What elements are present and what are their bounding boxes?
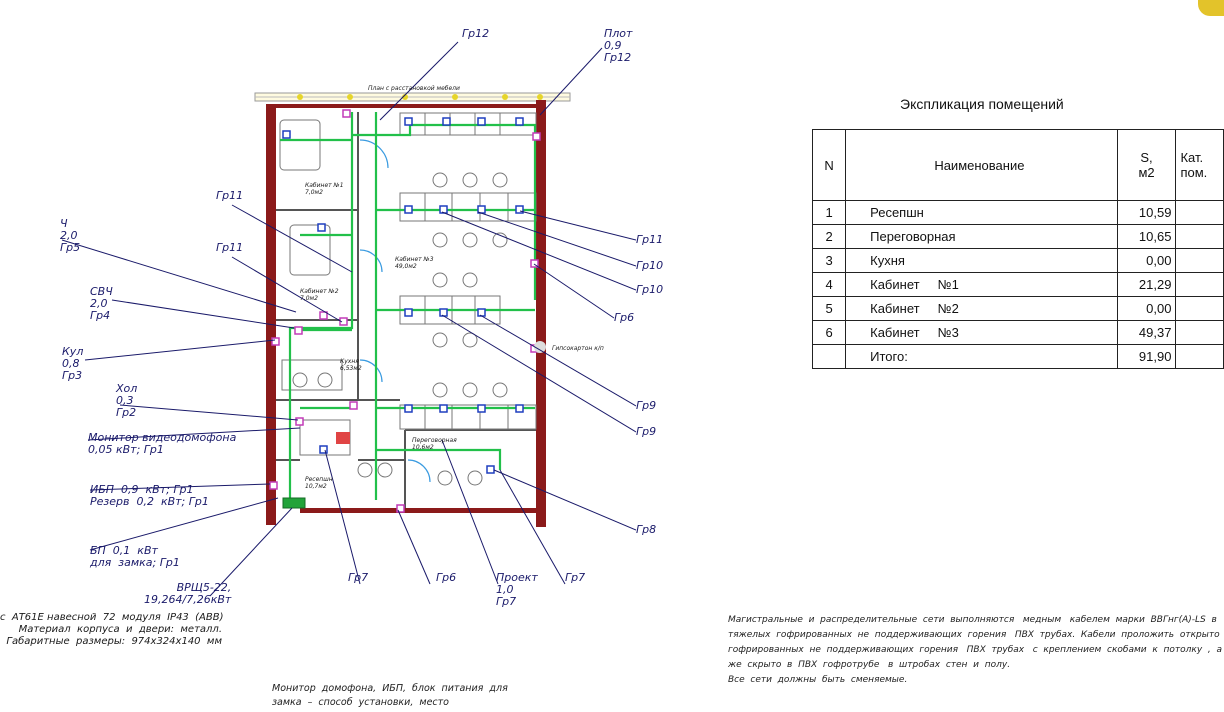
header-area: S, м2 — [1116, 129, 1177, 201]
label-plot: Плот 0,9 Гр12 — [604, 27, 633, 64]
label-r-gr9b: Гр9 — [636, 425, 657, 438]
interior-walls — [276, 112, 536, 508]
row-area: 10,65 — [1116, 224, 1177, 249]
row-cat — [1175, 224, 1224, 249]
data-outlets — [282, 117, 524, 474]
room-kitchen: Кухня 6,53м2 — [340, 358, 362, 372]
table-row: 4 Кабинет №1 21,29 — [811, 272, 1224, 297]
label-gr11-b: Гр11 — [216, 241, 244, 254]
header-cat: Кат. пом. — [1175, 129, 1224, 201]
label-r-gr8: Гр8 — [636, 523, 657, 536]
service-point — [534, 341, 546, 353]
exterior-walls — [266, 100, 546, 527]
header-name: Наименование — [845, 129, 1118, 201]
room-cab1: Кабинет №1 7,0м2 — [305, 182, 344, 196]
room-cab2: Кабинет №2 7,0м2 — [300, 288, 339, 302]
row-cat — [1175, 320, 1224, 345]
row-area: 0,00 — [1116, 296, 1177, 321]
row-name: Кабинет №3 — [845, 320, 1118, 345]
row-n: 5 — [811, 296, 847, 321]
room-cab3: Кабинет №3 49,0м2 — [395, 256, 434, 270]
row-name: Ресепшн — [845, 200, 1118, 225]
row-name: Кабинет №1 — [845, 272, 1118, 297]
table-total-row: Итого: 91,90 — [811, 344, 1224, 369]
bottom-note: Монитор домофона, ИБП, блок питания для … — [272, 683, 508, 708]
sockets — [269, 109, 541, 513]
label-kul: Кул 0,8 Гр3 — [62, 345, 84, 382]
row-n: 6 — [811, 320, 847, 345]
row-n: 4 — [811, 272, 847, 297]
row-cat — [1175, 272, 1224, 297]
label-r-gr10a: Гр10 — [636, 259, 664, 272]
row-n: 1 — [811, 200, 847, 225]
cable-routes — [280, 112, 537, 500]
label-ibp: ИБП 0,9 кВт; Гр1 Резерв 0,2 кВт; Гр1 — [90, 483, 209, 508]
label-gr11-a: Гр11 — [216, 189, 244, 202]
table-row: 2 Переговорная 10,65 — [811, 224, 1224, 249]
explication-table: N Наименование S, м2 Кат. пом. 1 Ресепшн… — [811, 129, 1224, 369]
plan-title: План с расстановкой мебели — [368, 85, 460, 92]
label-b-gr7a: Гр7 — [348, 571, 369, 584]
distribution-panel — [282, 497, 306, 509]
table-row: 6 Кабинет №3 49,37 — [811, 320, 1224, 345]
table-row: 5 Кабинет №2 0,00 — [811, 296, 1224, 321]
window-strip — [254, 92, 571, 102]
label-monitor: Монитор видеодомофона 0,05 кВт; Гр1 — [88, 431, 237, 456]
row-name: Кабинет №2 — [845, 296, 1118, 321]
label-vrsh: ВРЩ5-22, 19,264/7,26кВт — [144, 581, 232, 606]
row-cat — [1175, 200, 1224, 225]
wiring-note: Магистральные и распределительные сети в… — [728, 615, 1222, 685]
service-label: Гипсокартон к/п — [552, 345, 604, 352]
row-area: 49,37 — [1116, 320, 1177, 345]
row-area: 21,29 — [1116, 272, 1177, 297]
label-bp: БП 0,1 кВт для замка; Гр1 — [90, 544, 180, 569]
label-svch: СВЧ 2,0 Гр4 — [90, 285, 113, 322]
room-reception: Ресепшн 10,7м2 — [305, 476, 333, 490]
explication-title: Экспликация помещений — [900, 96, 1064, 112]
row-cat — [1175, 296, 1224, 321]
label-hol: Хол 0,3 Гр2 — [116, 382, 138, 419]
label-r-gr9a: Гр9 — [636, 399, 657, 412]
label-b-gr7b: Гр7 — [565, 571, 586, 584]
total-label: Итого: — [845, 344, 1118, 369]
row-area: 10,59 — [1116, 200, 1177, 225]
total-n — [811, 344, 847, 369]
label-gr12-top: Гр12 — [462, 27, 490, 40]
leader-lines — [61, 41, 637, 597]
label-vrsh-desc: с АТ61Е навесной 72 модуля IP43 (ABB) Ма… — [0, 612, 224, 647]
row-n: 2 — [811, 224, 847, 249]
row-name: Переговорная — [845, 224, 1118, 249]
header-n: N — [811, 129, 847, 201]
row-area: 0,00 — [1116, 248, 1177, 273]
table-row: 3 Кухня 0,00 — [811, 248, 1224, 273]
label-r-gr11: Гр11 — [636, 233, 664, 246]
label-b-gr6: Гр6 — [436, 571, 457, 584]
total-cat — [1175, 344, 1224, 369]
row-name: Кухня — [845, 248, 1118, 273]
room-meeting: Переговорная 10,6м2 — [412, 437, 457, 451]
label-b-proekt: Проект 1,0 Гр7 — [496, 571, 538, 608]
label-ch: Ч 2,0 Гр5 — [60, 217, 81, 254]
row-n: 3 — [811, 248, 847, 273]
label-r-gr6: Гр6 — [614, 311, 635, 324]
table-row: 1 Ресепшн 10,59 — [811, 200, 1224, 225]
label-r-gr10b: Гр10 — [636, 283, 664, 296]
row-cat — [1175, 248, 1224, 273]
fire-box — [336, 432, 350, 444]
total-area: 91,90 — [1116, 344, 1177, 369]
table-header: N Наименование S, м2 Кат. пом. — [811, 129, 1224, 201]
corner-marker — [1198, 0, 1224, 16]
